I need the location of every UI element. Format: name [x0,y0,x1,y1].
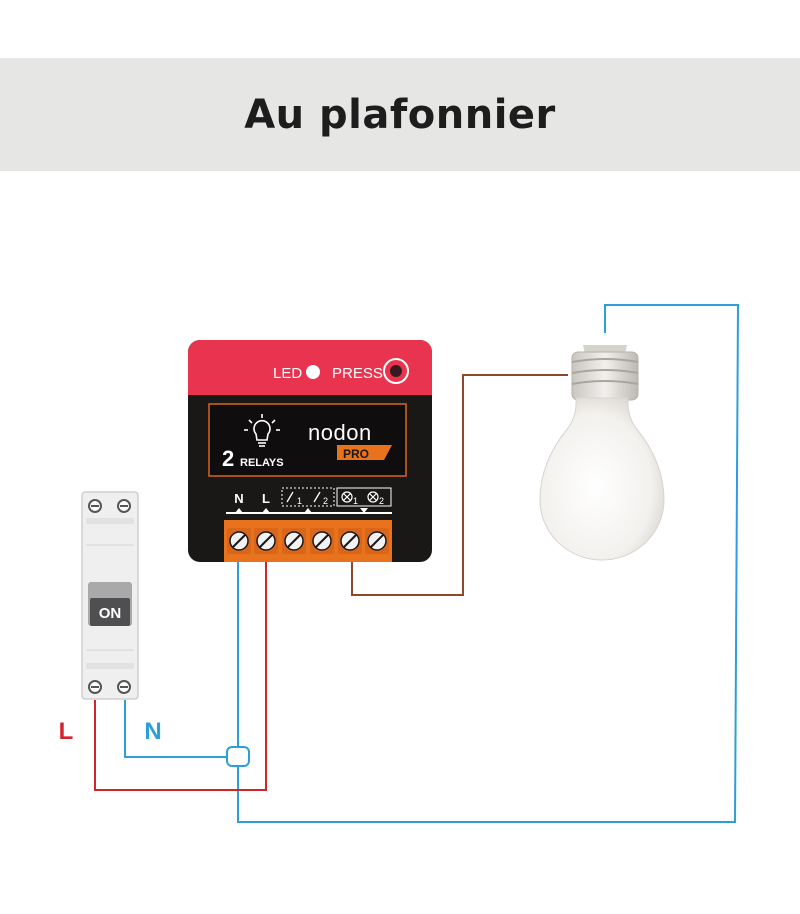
arrow-marks [235,508,368,513]
led-indicator [306,365,320,379]
title-banner: Au plafonnier [0,58,800,171]
terminal-screw-o1-icon [338,528,362,554]
terminal-block [227,528,389,554]
wire-neutral [124,304,740,823]
terminal-screw-s1-icon [282,528,306,554]
page-title: Au plafonnier [244,91,556,138]
light-bulb-icon [539,345,665,561]
screw-icon [88,680,102,694]
module-screen [208,403,407,477]
terminal-label-l: L [262,491,270,506]
press-label: PRESS [332,365,383,382]
brand-logo: nodon [308,420,372,445]
lamp-output-icon [341,491,379,503]
relay-word: RELAYS [240,457,284,469]
switch-input-icon [286,491,321,503]
breaker-toggle[interactable] [90,598,130,626]
terminal-label-o1: 1 [353,496,358,506]
terminal-label-s1: 1 [297,496,302,506]
press-button[interactable] [383,358,409,384]
line-label: L [59,718,74,745]
screw-icon [88,499,102,513]
pro-badge: PRO [343,447,369,461]
led-label: LED [273,365,302,382]
terminal-label-s2: 2 [323,496,328,506]
breaker-on-label: ON [99,605,122,622]
neutral-label: N [144,718,161,745]
screw-icon [117,680,131,694]
terminal-label-o2: 2 [379,496,384,506]
nodon-module: LED PRESS 2 RELAYS nodon PRO N L [188,340,432,562]
pro-badge-shape [337,445,392,460]
terminal-label-n: N [234,491,243,506]
wire-line [94,557,267,791]
lightbulb-icon [244,414,280,447]
terminal-screw-n-icon [227,528,251,554]
terminal-screw-o2-icon [365,528,389,554]
wire-junction [226,746,250,767]
wire-switched [351,374,568,596]
relay-count: 2 [222,446,234,471]
circuit-breaker: ON [81,491,139,700]
terminal-screw-l-icon [254,528,278,554]
terminal-screw-s2-icon [310,528,334,554]
screw-icon [117,499,131,513]
